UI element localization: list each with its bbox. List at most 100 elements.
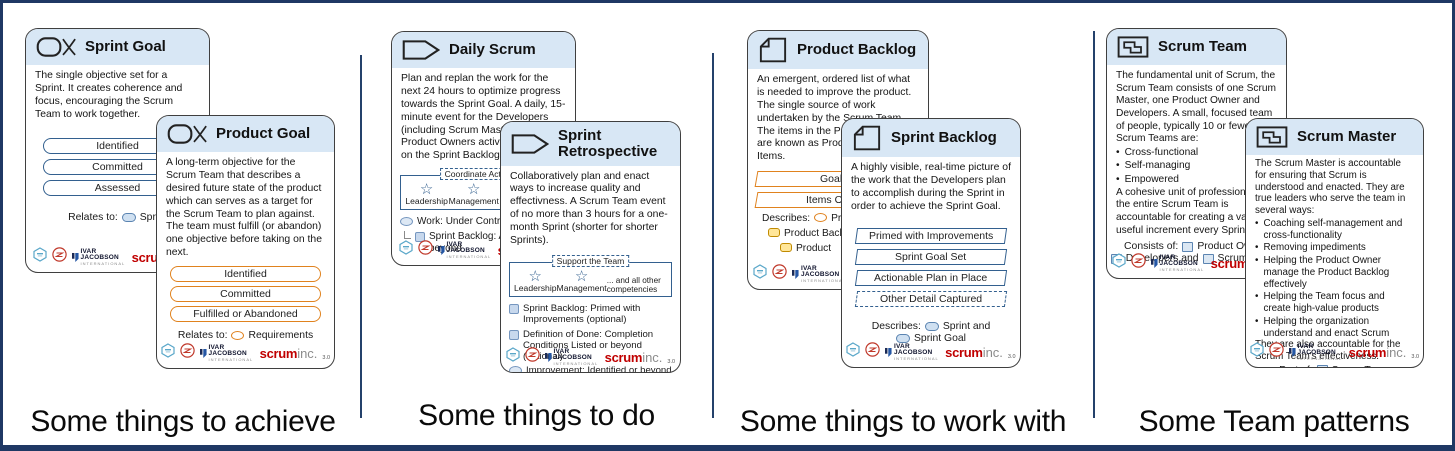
goal-oval-icon xyxy=(814,213,828,223)
card-title: Product Goal xyxy=(216,125,311,143)
team-icon xyxy=(1117,36,1149,58)
ivar-jacobson-label: IVAR JACOBSON xyxy=(801,264,840,278)
ivar-jacobson-label: IVAR JACOBSON xyxy=(446,240,485,254)
scrum-hex-badge-icon xyxy=(506,347,520,367)
ivar-jacobson-label: IVAR JACOBSON xyxy=(553,347,592,361)
status-chip: Identified xyxy=(170,266,321,283)
requirements-oval-icon xyxy=(231,331,245,341)
international-label: INTERNATIONAL xyxy=(553,360,599,366)
star-icon: ☆ xyxy=(528,267,542,285)
ivar-jacobson-label: IVAR JACOBSON xyxy=(894,342,933,356)
star-icon: ☆ xyxy=(419,181,434,199)
star-icon: ☆ xyxy=(467,181,481,199)
tree-elbow xyxy=(404,231,411,240)
card-description: A cohesive unit of professionals, the en… xyxy=(1116,186,1277,236)
version-label: 3.0 xyxy=(1411,354,1420,360)
consists-of-line: Consists of: Product Owner, xyxy=(1124,241,1269,253)
definition-of-done-doc-icon xyxy=(509,329,519,340)
status-banner: Sprint Goal Set xyxy=(854,248,1008,265)
scrum-hex-badge-icon xyxy=(846,342,861,362)
card-header: Sprint Goal xyxy=(26,29,209,65)
card-title: Daily Scrum xyxy=(449,41,536,59)
status-chip: Committed xyxy=(170,286,321,303)
checklist-item: Improvement: Identified or beyond xyxy=(509,365,674,372)
describes-line: Product xyxy=(780,243,922,255)
international-label: INTERNATIONAL xyxy=(1297,355,1343,361)
status-banner: Primed with Improvements xyxy=(854,227,1008,244)
sprint-capsule-icon xyxy=(924,321,939,331)
sprint-goal-capsule-icon xyxy=(896,333,910,343)
international-label: INTERNATIONAL xyxy=(801,277,846,283)
international-label: INTERNATIONAL xyxy=(80,260,126,266)
star-icon: ☆ xyxy=(574,267,589,285)
international-label: INTERNATIONAL xyxy=(446,253,492,259)
checklist-item: Sprint Backlog: Primed with Improvements… xyxy=(509,303,674,326)
checklist-item: Work: Under Control (c xyxy=(400,216,569,228)
status-chip: Committed xyxy=(43,158,192,175)
card-header: Daily Scrum xyxy=(392,32,575,68)
checklist-item: Definition of Done: Completion Condition… xyxy=(509,329,674,363)
relates-to-line: Relates to: Sprint xyxy=(68,211,167,223)
yellow-doc-icon xyxy=(768,228,780,238)
scrum-at-scale-badge-icon xyxy=(52,247,67,267)
card-title: Scrum Team xyxy=(1158,38,1247,56)
scrum-at-scale-badge-icon xyxy=(772,264,788,284)
sprint-backlog-doc-icon xyxy=(415,232,425,243)
status-banner-optional: Other Detail Captured xyxy=(854,290,1008,307)
column-divider xyxy=(712,53,714,418)
column-divider xyxy=(1093,31,1095,418)
card-description: They are also accountable for the Scrum … xyxy=(1255,339,1401,362)
part-of-line: Part of: Scrum Team xyxy=(1246,365,1423,367)
scrum-hex-badge-icon xyxy=(33,247,47,267)
status-chip: Identified xyxy=(43,137,192,154)
ivar-jacobson-label: IVAR JACOBSON xyxy=(80,247,119,261)
international-label: INTERNATIONAL xyxy=(208,356,254,362)
team-small-icon xyxy=(1202,253,1214,264)
team-icon xyxy=(1256,126,1288,148)
card-description: The Scrum Master is accountable for ensu… xyxy=(1255,158,1406,216)
card-sprint-goal: Sprint Goal The single objective set for… xyxy=(25,28,210,273)
card-scrum-master: Scrum Master The Scrum Master is account… xyxy=(1245,118,1424,368)
card-header: Sprint Retrospective xyxy=(501,122,680,166)
event-icon xyxy=(402,40,440,60)
card-description: Plan and replan the work for the next 24… xyxy=(401,73,566,162)
column-caption: Some things to work with xyxy=(739,405,1067,438)
card-header: Scrum Master xyxy=(1246,119,1423,155)
goal-icon xyxy=(36,37,76,57)
column-caption: Some things to achieve xyxy=(30,405,336,438)
column-divider xyxy=(360,55,362,418)
scrum-hex-badge-icon xyxy=(1250,342,1264,362)
card-header: Product Goal xyxy=(157,116,334,152)
yellow-doc-icon xyxy=(780,243,792,253)
status-chip: Assessed xyxy=(43,179,192,196)
event-icon xyxy=(511,134,549,154)
card-title: Sprint Backlog xyxy=(891,129,997,147)
support-the-team-diagram: Support the Team ☆ Leadership ☆ Manageme… xyxy=(509,254,672,297)
improvement-oval-icon xyxy=(509,366,522,372)
scrum-at-scale-badge-icon xyxy=(1269,342,1284,362)
scrum-hex-badge-icon xyxy=(1112,253,1126,273)
card-title: Sprint Goal xyxy=(85,38,166,56)
card-title: Scrum Master xyxy=(1297,128,1397,146)
status-chip: Fulfilled or Abandoned xyxy=(170,306,321,323)
international-label: INTERNATIONAL xyxy=(1159,266,1205,272)
card-header: Sprint Backlog xyxy=(842,119,1020,157)
checklist-item: Sprint Backlog: Actio or beyond xyxy=(400,231,569,255)
version-label: 3.0 xyxy=(1007,354,1016,360)
card-description: Collaboratively plan and enact ways to i… xyxy=(510,170,668,246)
scrum-hex-badge-icon xyxy=(399,240,413,260)
version-label: 3.0 xyxy=(322,355,331,361)
